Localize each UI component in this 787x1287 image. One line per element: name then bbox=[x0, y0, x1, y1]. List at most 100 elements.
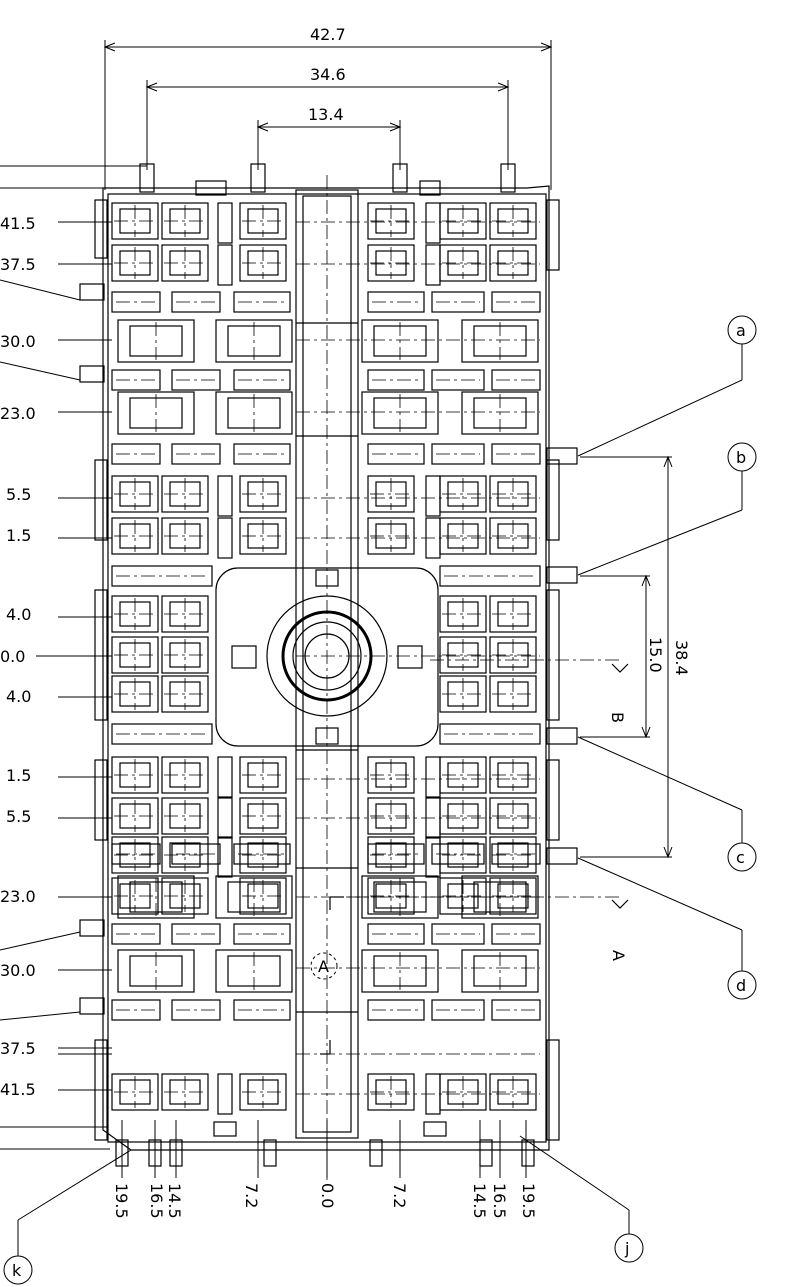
left-label: 30.0 bbox=[0, 961, 36, 980]
rib bbox=[217, 244, 233, 286]
cavity bbox=[489, 756, 537, 794]
side-key bbox=[79, 919, 105, 937]
cavity bbox=[439, 636, 487, 674]
cavity bbox=[489, 877, 537, 915]
svg-text:j: j bbox=[624, 1239, 629, 1258]
hub-ring-inner bbox=[292, 621, 362, 691]
slot bbox=[367, 291, 425, 313]
section-arrow bbox=[611, 899, 629, 909]
side-rib bbox=[546, 199, 560, 271]
bottom-label: 14.5 bbox=[470, 1183, 489, 1219]
slot bbox=[431, 999, 485, 1021]
section-arrow bbox=[611, 663, 629, 673]
slot bbox=[431, 291, 485, 313]
slot bbox=[171, 291, 221, 313]
side-rib bbox=[94, 589, 108, 721]
cavity bbox=[161, 877, 209, 915]
bottom-label: 19.5 bbox=[112, 1183, 131, 1219]
cavity bbox=[161, 756, 209, 794]
cavity bbox=[161, 1073, 209, 1111]
left-label: 41.5 bbox=[0, 1080, 36, 1099]
svg-text:k: k bbox=[12, 1261, 22, 1280]
slot bbox=[233, 291, 291, 313]
cavity bbox=[161, 475, 209, 513]
cavity bbox=[367, 877, 415, 915]
side-rib bbox=[94, 199, 108, 259]
bottom-pin bbox=[521, 1139, 535, 1167]
cavity bbox=[111, 636, 159, 674]
left-label: 4.0 bbox=[6, 687, 31, 706]
large-cavity bbox=[461, 319, 539, 363]
side-key bbox=[546, 447, 578, 465]
left-label: 41.5 bbox=[0, 214, 36, 233]
callout-j: j bbox=[614, 1233, 644, 1263]
slot bbox=[491, 999, 541, 1021]
cavity bbox=[239, 244, 287, 282]
slot bbox=[233, 999, 291, 1021]
cavity bbox=[489, 202, 537, 240]
left-label: 5.5 bbox=[6, 807, 31, 826]
cavity bbox=[111, 517, 159, 555]
top-tab bbox=[195, 180, 227, 196]
bottom-tab bbox=[213, 1121, 237, 1137]
rib bbox=[425, 756, 441, 798]
rib bbox=[217, 836, 233, 878]
large-cavity bbox=[215, 319, 293, 363]
svg-text:c: c bbox=[736, 848, 745, 867]
right-dim-inner: 15.0 bbox=[646, 637, 665, 673]
bottom-label: 19.5 bbox=[519, 1183, 538, 1219]
rib bbox=[217, 475, 233, 517]
cavity bbox=[489, 836, 537, 874]
top-dim-overall: 42.7 bbox=[310, 25, 346, 44]
cavity bbox=[111, 797, 159, 835]
bottom-label: 7.2 bbox=[390, 1183, 409, 1208]
bottom-pin bbox=[369, 1139, 383, 1167]
cavity bbox=[239, 836, 287, 874]
slot bbox=[367, 443, 425, 465]
slot bbox=[431, 443, 485, 465]
slot bbox=[439, 723, 541, 745]
hub-side bbox=[231, 645, 257, 669]
rib bbox=[425, 244, 441, 286]
side-rib bbox=[94, 459, 108, 541]
large-cavity bbox=[361, 949, 439, 993]
rib bbox=[425, 475, 441, 517]
callout-b: b bbox=[727, 442, 757, 472]
slot bbox=[439, 565, 541, 587]
cavity bbox=[489, 636, 537, 674]
side-key bbox=[79, 365, 105, 383]
slot bbox=[111, 443, 161, 465]
side-key bbox=[546, 727, 578, 745]
cavity bbox=[239, 756, 287, 794]
callout-d: d bbox=[727, 970, 757, 1000]
cavity bbox=[239, 202, 287, 240]
left-label: 5.5 bbox=[6, 485, 31, 504]
cavity bbox=[489, 595, 537, 633]
side-key bbox=[79, 283, 105, 301]
callout-c: c bbox=[727, 842, 757, 872]
cavity bbox=[239, 475, 287, 513]
cavity bbox=[367, 244, 415, 282]
large-cavity bbox=[117, 319, 195, 363]
large-cavity bbox=[215, 391, 293, 435]
side-rib bbox=[546, 759, 560, 841]
left-label: 4.0 bbox=[6, 605, 31, 624]
section-b-label: B bbox=[608, 712, 627, 723]
large-cavity bbox=[461, 949, 539, 993]
cavity bbox=[439, 675, 487, 713]
slot bbox=[367, 999, 425, 1021]
callout-k: k bbox=[3, 1255, 33, 1285]
slot bbox=[171, 369, 221, 391]
slot bbox=[111, 369, 161, 391]
rib bbox=[425, 202, 441, 244]
datum-label: A bbox=[318, 957, 329, 976]
large-cavity bbox=[117, 949, 195, 993]
cavity bbox=[489, 517, 537, 555]
slot bbox=[111, 565, 213, 587]
side-rib bbox=[546, 1039, 560, 1141]
slot bbox=[171, 999, 221, 1021]
slot bbox=[111, 843, 161, 865]
cavity bbox=[111, 877, 159, 915]
rib bbox=[217, 797, 233, 839]
slot bbox=[491, 369, 541, 391]
